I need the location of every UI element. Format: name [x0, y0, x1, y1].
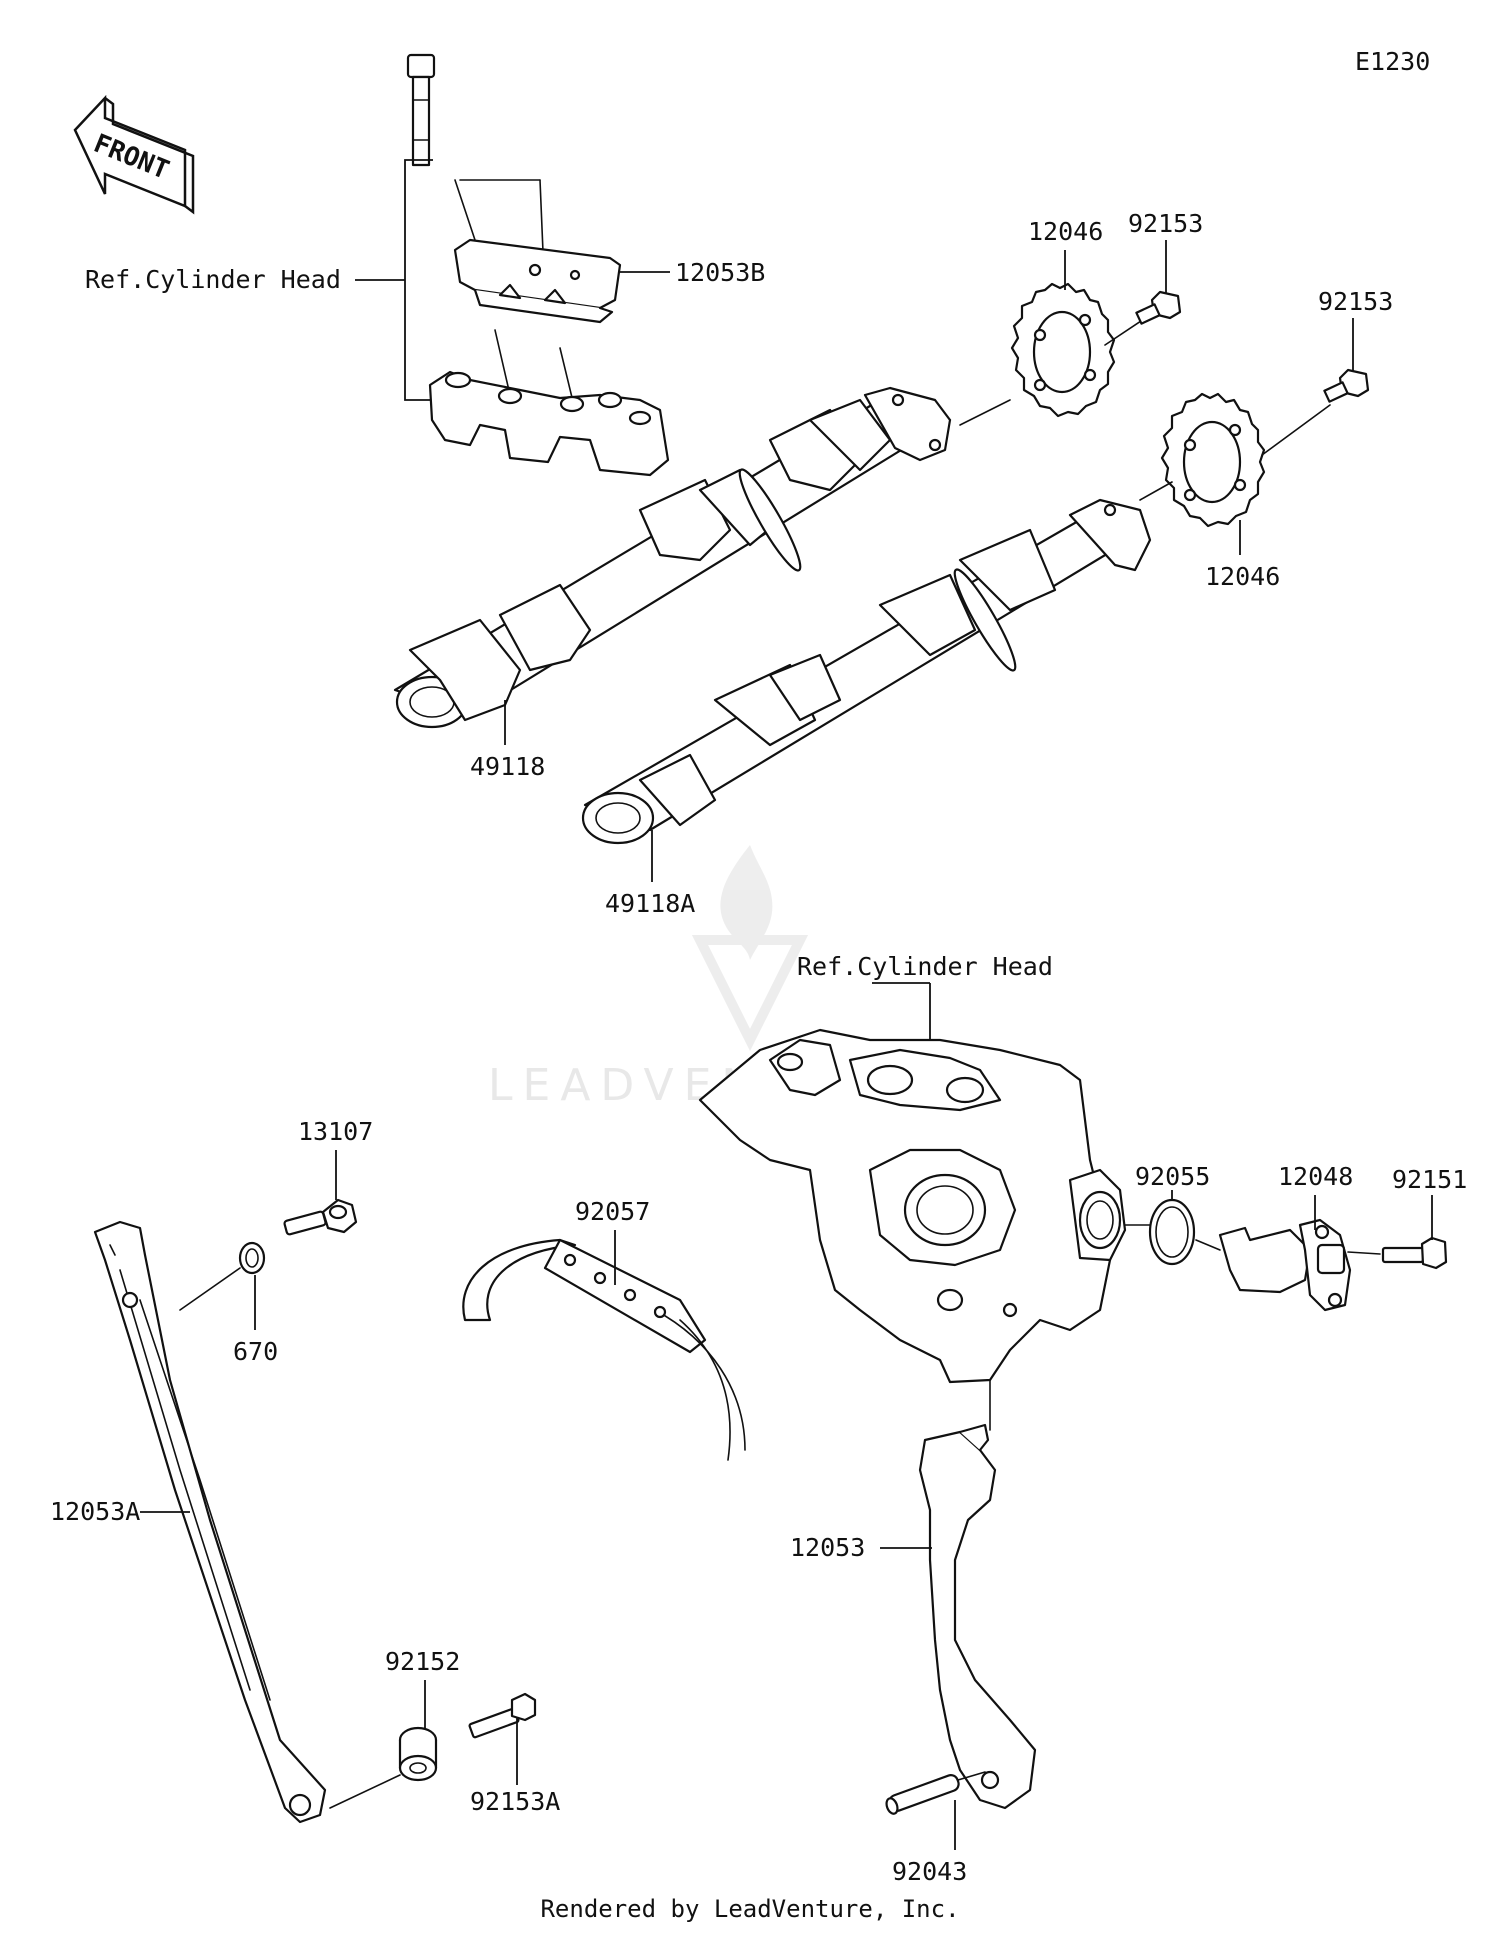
- sprocket-bottom-icon: [1160, 392, 1266, 528]
- part-12048: 12048: [1278, 1162, 1353, 1191]
- front-arrow-icon: FRONT: [73, 94, 195, 215]
- cam-bracket-12053B-icon: [453, 238, 622, 324]
- diagram-code: E1230: [1355, 47, 1430, 76]
- bolt-92153A-icon: [468, 1692, 537, 1739]
- part-12046-bottom: 12046: [1205, 562, 1280, 591]
- part-12053: 12053: [790, 1533, 865, 1562]
- part-92153A: 92153A: [470, 1787, 560, 1816]
- bolt-13107-icon: [283, 1198, 358, 1236]
- camshaft-49118-icon: [393, 386, 952, 729]
- part-92153-right: 92153: [1318, 287, 1393, 316]
- part-12053A: 12053A: [50, 1497, 140, 1526]
- footer-credit: Rendered by LeadVenture, Inc.: [540, 1895, 960, 1923]
- part-92151: 92151: [1392, 1165, 1467, 1194]
- part-12046-top: 12046: [1028, 217, 1103, 246]
- part-49118: 49118: [470, 752, 545, 781]
- pin-92043-icon: [885, 1774, 960, 1815]
- part-92055: 92055: [1135, 1162, 1210, 1191]
- part-13107: 13107: [298, 1117, 373, 1146]
- bolt-92151-icon: [1381, 1236, 1448, 1270]
- camshaft-49118A-icon: [581, 498, 1152, 845]
- cylinder-head-icon: [698, 1028, 1127, 1431]
- sprocket-top-icon: [1010, 282, 1116, 418]
- watermark-v-icon: [691, 935, 809, 1052]
- cam-chain-92057-icon: [462, 1238, 746, 1461]
- washer-670-icon: [238, 1241, 266, 1275]
- ref-bracket-line: [404, 159, 440, 401]
- part-92057: 92057: [575, 1197, 650, 1226]
- chain-guide-12053A-icon: [93, 1220, 327, 1824]
- part-49118A: 49118A: [605, 889, 695, 918]
- ref-cylinder-head-top: Ref.Cylinder Head: [85, 265, 341, 294]
- watermark-flame-icon: [720, 845, 773, 960]
- collar-92152-icon: [398, 1726, 438, 1782]
- ref-cylinder-head-middle: Ref.Cylinder Head: [797, 952, 1053, 981]
- cam-cap-icon: [428, 370, 670, 477]
- tensioner-guide-12053-icon: [918, 1423, 1037, 1810]
- part-12053B: 12053B: [675, 258, 765, 287]
- tensioner-12048-icon: [1218, 1218, 1352, 1312]
- part-92043: 92043: [892, 1857, 967, 1886]
- cam-bolt-icon: [406, 53, 436, 167]
- bolt-92153-left-icon: [1135, 290, 1182, 325]
- bolt-92153-right-icon: [1323, 368, 1370, 403]
- part-92152: 92152: [385, 1647, 460, 1676]
- part-92153-left: 92153: [1128, 209, 1203, 238]
- part-670: 670: [233, 1337, 278, 1366]
